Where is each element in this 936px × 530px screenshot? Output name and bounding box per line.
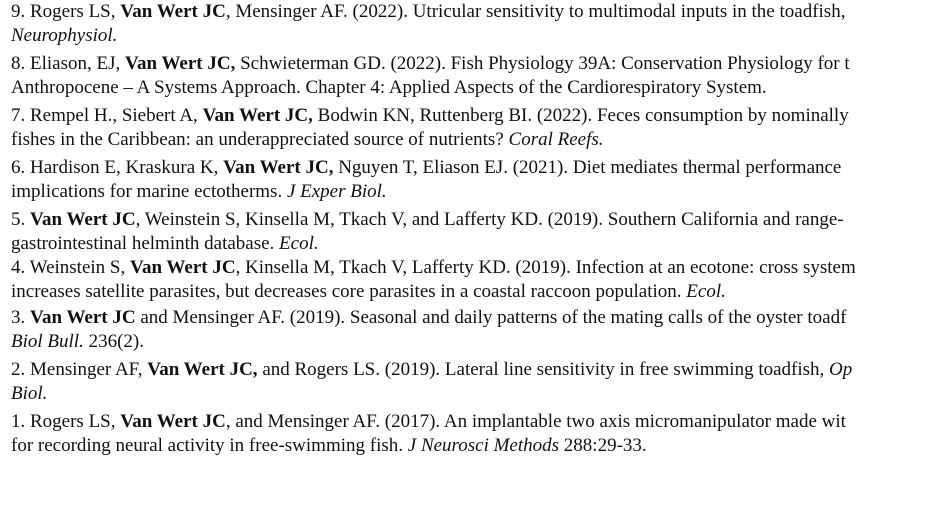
publication-line-2: Neurophysiol. (11, 24, 845, 48)
highlighted-author: Van Wert JC (30, 307, 136, 328)
publication-line-1: 6. Hardison E, Kraskura K, Van Wert JC, … (11, 156, 841, 180)
publication-line-1: 8. Eliason, EJ, Van Wert JC, Schwieterma… (11, 52, 850, 76)
publication-item-5: 5. Van Wert JC, Weinstein S, Kinsella M,… (11, 208, 844, 256)
journal-name: Biol Bull. (11, 331, 84, 352)
citation-text: increases satellite parasites, but decre… (11, 281, 687, 302)
authors-text: 2. Mensinger AF, (11, 359, 148, 380)
publication-line-2: Biol. (11, 382, 852, 406)
authors-text: 9. Rogers LS, (11, 1, 121, 22)
journal-name: Biol. (11, 383, 48, 404)
publication-item-3: 3. Van Wert JC and Mensinger AF. (2019).… (11, 306, 846, 354)
highlighted-author: Van Wert JC (120, 1, 226, 22)
journal-name: Ecol. (279, 233, 319, 254)
publication-line-1: 9. Rogers LS, Van Wert JC, Mensinger AF.… (11, 0, 845, 24)
publication-line-1: 7. Rempel H., Siebert A, Van Wert JC, Bo… (11, 104, 849, 128)
authors-text: 3. (11, 307, 30, 328)
publication-item-8: 8. Eliason, EJ, Van Wert JC, Schwieterma… (11, 52, 850, 100)
authors-text: 7. Rempel H., Siebert A, (11, 105, 203, 126)
publication-line-1: 1. Rogers LS, Van Wert JC, and Mensinger… (11, 410, 846, 434)
publication-line-2: for recording neural activity in free-sw… (11, 434, 846, 458)
highlighted-author: Van Wert JC (120, 411, 226, 432)
citation-text: Nguyen T, Eliason EJ. (2021). Diet media… (333, 157, 842, 178)
publication-item-2: 2. Mensinger AF, Van Wert JC, and Rogers… (11, 358, 852, 406)
authors-text: 6. Hardison E, Kraskura K, (11, 157, 224, 178)
publication-line-1: 5. Van Wert JC, Weinstein S, Kinsella M,… (11, 208, 844, 232)
highlighted-author: Van Wert JC (129, 257, 236, 278)
publication-item-4: 4. Weinstein S, Van Wert JC, Kinsella M,… (11, 256, 856, 304)
journal-name: Op (829, 359, 853, 380)
publication-line-2: Anthropocene – A Systems Approach. Chapt… (11, 76, 850, 100)
citation-text: implications for marine ectotherms. (11, 181, 287, 202)
publication-item-7: 7. Rempel H., Siebert A, Van Wert JC, Bo… (11, 104, 849, 152)
citation-text: and Rogers LS. (2019). Lateral line sens… (257, 359, 830, 380)
authors-text: 8. Eliason, EJ, (11, 53, 125, 74)
citation-text: Bodwin KN, Ruttenberg BI. (2022). Feces … (312, 105, 849, 126)
citation-text: Schwieterman GD. (2022). Fish Physiology… (235, 53, 850, 74)
journal-name: J Exper Biol. (286, 181, 387, 202)
journal-name: Ecol. (686, 281, 726, 302)
authors-text: 4. Weinstein S, (11, 257, 130, 278)
citation-text: and Mensinger AF. (2019). Seasonal and d… (135, 307, 847, 328)
volume-pages: 288:29-33. (559, 435, 647, 456)
publication-line-2: increases satellite parasites, but decre… (11, 280, 856, 304)
journal-name: J Neurosci Methods (407, 435, 560, 456)
publication-item-6: 6. Hardison E, Kraskura K, Van Wert JC, … (11, 156, 841, 204)
publication-line-1: 3. Van Wert JC and Mensinger AF. (2019).… (11, 306, 846, 330)
journal-name: Neurophysiol. (11, 25, 118, 46)
authors-text: 1. Rogers LS, (11, 411, 121, 432)
publication-item-9: 9. Rogers LS, Van Wert JC, Mensinger AF.… (11, 0, 845, 48)
publication-line-2: Biol Bull. 236(2). (11, 330, 846, 354)
highlighted-author: Van Wert JC, (125, 53, 236, 74)
highlighted-author: Van Wert JC (30, 209, 136, 230)
publication-item-1: 1. Rogers LS, Van Wert JC, and Mensinger… (11, 410, 846, 458)
highlighted-author: Van Wert JC, (202, 105, 313, 126)
citation-text: gastrointestinal helminth database. (11, 233, 280, 254)
publication-line-1: 2. Mensinger AF, Van Wert JC, and Rogers… (11, 358, 852, 382)
citation-text: , and Mensinger AF. (2017). An implantab… (225, 411, 846, 432)
citation-text: Anthropocene – A Systems Approach. Chapt… (11, 77, 767, 98)
highlighted-author: Van Wert JC, (223, 157, 334, 178)
authors-text: 5. (11, 209, 30, 230)
publication-line-2: fishes in the Caribbean: an underappreci… (11, 128, 849, 152)
publication-line-1: 4. Weinstein S, Van Wert JC, Kinsella M,… (11, 256, 856, 280)
citation-text: , Mensinger AF. (2022). Utricular sensit… (225, 1, 846, 22)
citation-text: for recording neural activity in free-sw… (11, 435, 408, 456)
publication-line-2: gastrointestinal helminth database. Ecol… (11, 232, 844, 256)
citation-text: fishes in the Caribbean: an underappreci… (11, 129, 509, 150)
journal-name: Coral Reefs. (508, 129, 604, 150)
citation-text: , Weinstein S, Kinsella M, Tkach V, and … (135, 209, 844, 230)
volume-issue: 236(2). (83, 331, 144, 352)
publication-line-2: implications for marine ectotherms. J Ex… (11, 180, 841, 204)
citation-text: , Kinsella M, Tkach V, Lafferty KD. (201… (235, 257, 856, 278)
highlighted-author: Van Wert JC, (147, 359, 258, 380)
